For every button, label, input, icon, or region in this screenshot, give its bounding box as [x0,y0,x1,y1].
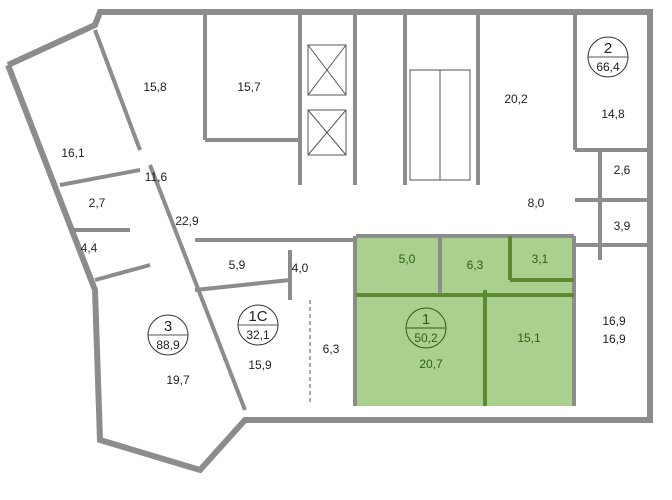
apartment-number: 1C [248,308,267,325]
apartment-badge-3[interactable]: 3 88,9 [147,314,189,356]
room-area: 6,3 [323,342,340,356]
room-area: 11,6 [145,170,168,184]
room-area: 14,8 [601,107,625,121]
room-area: 20,2 [504,92,528,106]
room-area: 4,4 [81,241,98,255]
apartment-1-highlight[interactable] [356,236,574,406]
room-area: 5,9 [229,258,246,272]
room-area: 15,8 [143,80,167,94]
apartment-badge-2[interactable]: 2 66,4 [587,36,629,78]
staircase [409,69,471,181]
room-area: 5,0 [399,252,416,266]
apartment-area: 66,4 [596,60,620,74]
interior-walls [59,12,650,411]
room-area: 6,3 [467,258,484,272]
room-area: 15,9 [248,358,272,372]
room-area: 20,7 [419,357,443,371]
room-area: 4,0 [292,261,309,275]
room-area: 3,1 [532,252,549,266]
room-area: 2,7 [89,196,106,210]
room-area: 2,6 [614,163,631,177]
room-labels: 16,1 15,8 15,7 20,2 14,8 11,6 2,7 4,4 22… [61,80,630,387]
apartment-area: 50,2 [414,331,438,345]
room-area: 15,7 [237,80,261,94]
apartment-number: 1 [422,311,430,328]
apartment-number: 2 [604,40,612,57]
room-area: 15,1 [517,331,541,345]
room-area: 22,9 [175,214,199,228]
room-area: 16,1 [61,146,85,160]
apartment-area: 32,1 [246,328,270,342]
apartment-badge-1[interactable]: 1 50,2 [405,307,447,349]
elevator-shafts [307,44,347,156]
room-area: 3,9 [614,219,631,233]
room-area: 8,0 [528,196,545,210]
room-area: 16,9 [602,332,626,346]
apartment-area: 88,9 [156,338,180,352]
room-area: 16,9 [602,314,626,328]
apartment-number: 3 [164,318,172,335]
apartment-badge-1c[interactable]: 1C 32,1 [237,304,279,346]
outer-walls [5,9,653,474]
room-area: 19,7 [166,373,190,387]
